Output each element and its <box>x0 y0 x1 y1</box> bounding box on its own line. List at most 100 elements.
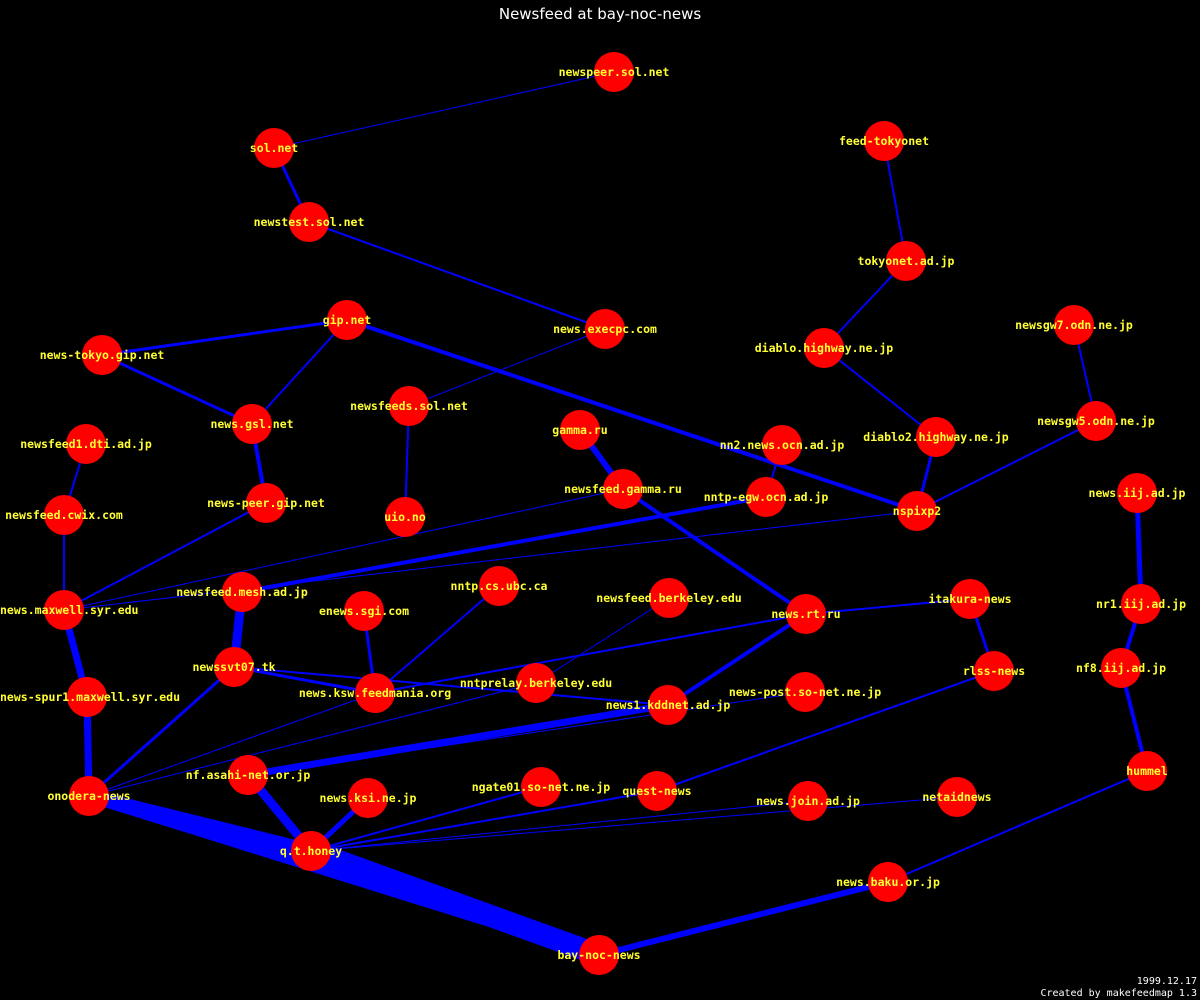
edge-nntprelay-berkeley-edu-to-onodera-news <box>88 682 537 797</box>
node-label: news.ksi.ne.jp <box>320 791 417 805</box>
node-circle <box>66 424 106 464</box>
node-label: news.execpc.com <box>553 322 657 336</box>
node-circle <box>516 663 556 703</box>
node-news-spur1-maxwell-syr-edu: news-spur1.maxwell.syr.edu <box>0 677 180 717</box>
node-circle <box>348 778 388 818</box>
node-nntprelay-berkeley-edu: nntprelay.berkeley.edu <box>460 663 612 703</box>
node-label: diablo2.highway.ne.jp <box>863 430 1008 444</box>
node-nspixp2: nspixp2 <box>893 491 941 531</box>
node-circle <box>786 594 826 634</box>
node-label: feed-tokyonet <box>839 134 929 148</box>
node-news-baku-or-jp: news.baku.or.jp <box>836 862 940 902</box>
node-circle <box>974 651 1014 691</box>
node-circle <box>603 469 643 509</box>
node-circle <box>1054 305 1094 345</box>
node-label: nr1.iij.ad.jp <box>1096 597 1186 611</box>
node-newsgw5-odn-ne-jp: newsgw5.odn.ne.jp <box>1037 401 1155 441</box>
node-nntp-egw-ocn-ad-jp: nntp-egw.ocn.ad.jp <box>704 477 829 517</box>
node-circle <box>637 771 677 811</box>
node-label: tokyonet.ad.jp <box>858 254 955 268</box>
node-label: news-spur1.maxwell.syr.edu <box>0 690 180 704</box>
node-label: quest-news <box>622 784 691 798</box>
edge-gip-net-to-nspixp2 <box>346 318 918 513</box>
node-circle <box>762 425 802 465</box>
edge-q-t-honey-to-bay-noc-news <box>307 840 603 966</box>
node-newsfeed-berkeley-edu: newsfeed.berkeley.edu <box>596 578 742 618</box>
node-circle <box>804 328 844 368</box>
node-hummel: hummel <box>1126 751 1168 791</box>
node-label: gamma.ru <box>552 423 607 437</box>
node-newsfeed1-dti-ad-jp: newsfeed1.dti.ad.jp <box>20 424 152 464</box>
node-circle <box>479 566 519 606</box>
node-news-ksw-feedmania-org: news.ksw.feedmania.org <box>299 673 451 713</box>
node-gamma-ru: gamma.ru <box>552 410 608 450</box>
node-circle <box>1117 473 1157 513</box>
node-label: news.join.ad.jp <box>756 794 860 808</box>
node-circle <box>788 781 828 821</box>
edge-news-tokyo-gip-net-to-news-gsl-net <box>101 353 253 426</box>
edge-nntp-cs-ubc-ca-to-news-ksw-feedmania-org <box>374 585 500 694</box>
node-news-gsl-net: news.gsl.net <box>210 404 294 444</box>
edge-newssvt07-tk-to-onodera-news <box>88 665 235 798</box>
edge-news-ksw-feedmania-org-to-news-rt-ru <box>374 613 807 694</box>
edge-news-rt-ru-to-news1-kddnet-ad-jp <box>666 612 808 707</box>
node-label: newsfeed.gamma.ru <box>564 482 682 496</box>
node-circle <box>82 335 122 375</box>
node-news-ksi-ne-jp: news.ksi.ne.jp <box>320 778 417 818</box>
node-label: itakura-news <box>928 592 1011 606</box>
edge-nspixp2-to-news-maxwell-syr-edu <box>63 510 918 611</box>
node-circle <box>1076 401 1116 441</box>
node-circle <box>521 767 561 807</box>
node-label: onodera-news <box>47 789 130 803</box>
node-circle <box>327 300 367 340</box>
edge-news-join-ad-jp-to-q-t-honey <box>310 800 809 852</box>
node-news-iij-ad-jp: news.iij.ad.jp <box>1089 473 1186 513</box>
node-circle <box>1121 584 1161 624</box>
edge-ngate01-so-net-ne-jp-to-q-t-honey <box>310 786 542 852</box>
edge-netaidnews-to-q-t-honey <box>310 796 958 852</box>
node-label: newsfeed1.dti.ad.jp <box>20 437 152 451</box>
node-circle <box>950 579 990 619</box>
edge-newsfeed-gamma-ru-to-news-rt-ru <box>621 487 808 616</box>
node-circle <box>785 672 825 712</box>
node-label: newsfeed.berkeley.edu <box>596 591 741 605</box>
node-circle <box>44 590 84 630</box>
node-circle <box>67 677 107 717</box>
node-news-post-so-net-ne-jp: news-post.so-net.ne.jp <box>729 672 881 712</box>
edge-newssvt07-tk-to-news-ksw-feedmania-org <box>233 665 376 695</box>
node-circle <box>246 483 286 523</box>
node-label: sol.net <box>250 141 299 155</box>
node-label: nf8.iij.ad.jp <box>1076 661 1166 675</box>
node-circle <box>560 410 600 450</box>
node-label: newsgw5.odn.ne.jp <box>1037 414 1155 428</box>
node-circle <box>1101 648 1141 688</box>
node-circle <box>44 495 84 535</box>
edge-nntp-egw-ocn-ad-jp-to-newsfeed-mesh-ad-jp <box>241 495 767 594</box>
node-circle <box>385 497 425 537</box>
node-onodera-news: onodera-news <box>47 776 131 816</box>
node-feed-tokyonet: feed-tokyonet <box>839 121 929 161</box>
node-news-peer-gip-net: news-peer.gip.net <box>207 483 325 523</box>
node-label: newspeer.sol.net <box>559 65 670 79</box>
node-label: news.maxwell.syr.edu <box>0 603 138 617</box>
node-circle <box>897 491 937 531</box>
node-circle <box>69 776 109 816</box>
node-label: nntp-egw.ocn.ad.jp <box>704 490 829 504</box>
edge-newsfeed-gamma-ru-to-news-maxwell-syr-edu <box>63 488 624 611</box>
node-layer: newspeer.sol.netsol.netnewstest.sol.netf… <box>0 52 1186 975</box>
node-label: bay-noc-news <box>557 948 640 962</box>
node-label: newsfeed.cwix.com <box>5 508 123 522</box>
node-label: uio.no <box>384 510 426 524</box>
node-news-join-ad-jp: news.join.ad.jp <box>756 781 860 821</box>
node-diablo-highway-ne-jp: diablo.highway.ne.jp <box>755 328 894 368</box>
edge-gip-net-to-news-tokyo-gip-net <box>101 318 348 357</box>
node-newsfeed-cwix-com: newsfeed.cwix.com <box>5 495 123 535</box>
node-newsgw7-odn-ne-jp: newsgw7.odn.ne.jp <box>1015 305 1133 345</box>
edge-newsgw5-odn-ne-jp-to-nspixp2 <box>916 420 1097 512</box>
node-label: diablo.highway.ne.jp <box>755 341 894 355</box>
node-nr1-iij-ad-jp: nr1.iij.ad.jp <box>1096 584 1186 624</box>
node-circle <box>937 777 977 817</box>
node-label: rlss-news <box>963 664 1025 678</box>
node-sol-net: sol.net <box>250 128 299 168</box>
node-circle <box>746 477 786 517</box>
